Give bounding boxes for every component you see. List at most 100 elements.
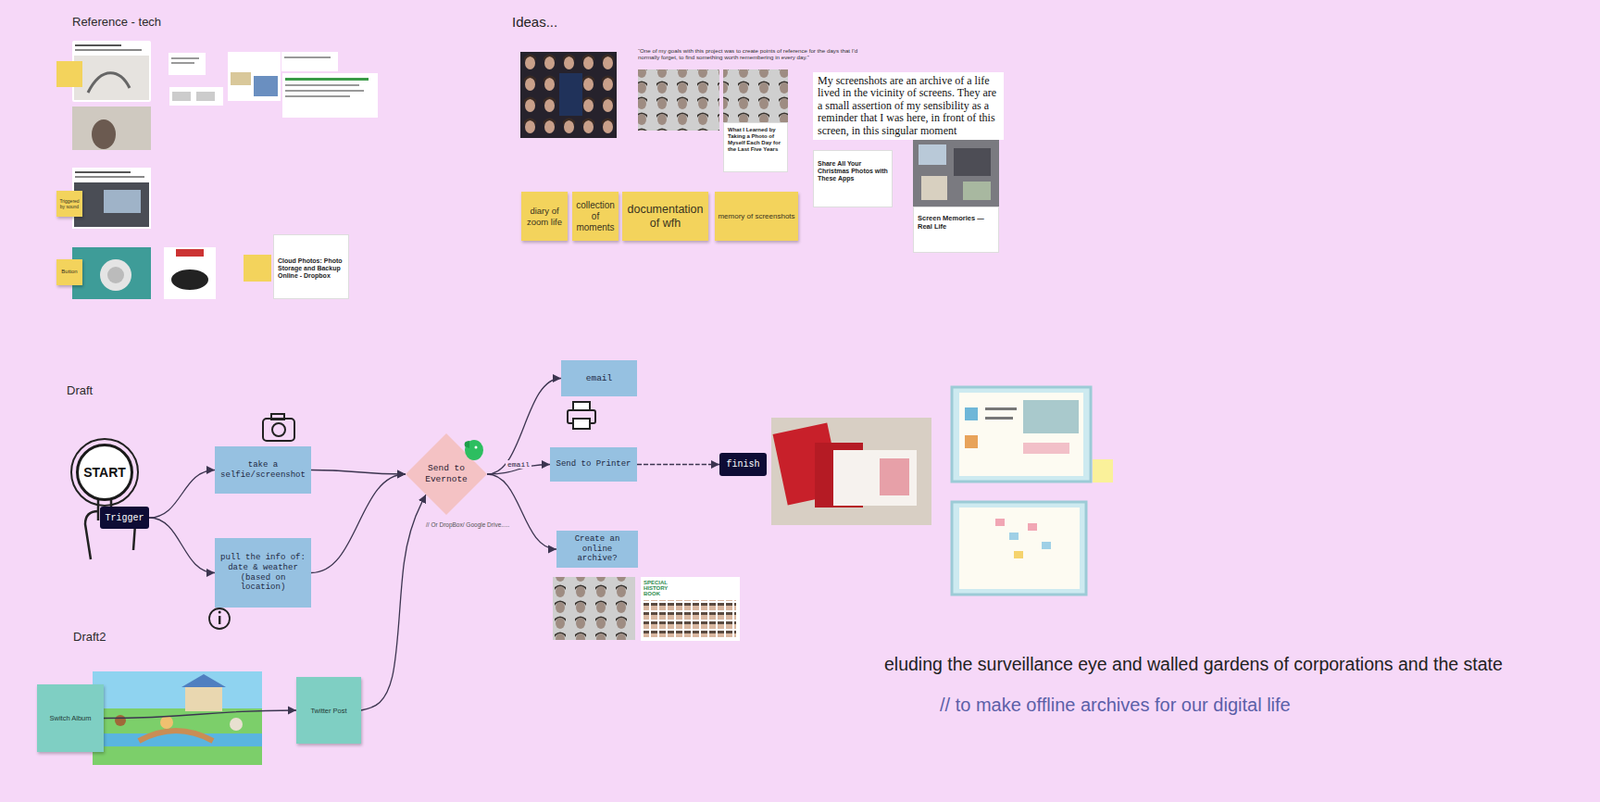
ideas-thumbnails: [962, 181, 991, 200]
connector: [149, 470, 215, 519]
diamond-shape: [405, 433, 488, 515]
photo-thumbnails: [1023, 400, 1079, 434]
camera-icon: [262, 418, 295, 441]
photo-thumbnails: [879, 458, 910, 496]
reference-thumbnails: [74, 55, 150, 100]
photo-thumbnails: [833, 450, 917, 506]
decision-diamond: Send to Evernote: [405, 433, 488, 515]
process-box: pull the info of: date & weather (based …: [214, 537, 312, 608]
reference-thumbnails: [285, 89, 364, 92]
reference-thumbnails: [100, 259, 132, 291]
photo-thumbnails: [1009, 532, 1019, 540]
node-text: collection of moments: [575, 200, 616, 234]
node-text: Trigger: [103, 512, 146, 524]
ideas-thumbnails: [520, 51, 1000, 207]
ideas-thumbnails: [559, 73, 583, 116]
photo-thumbnails: [959, 392, 1084, 476]
reference-thumbnails: [171, 62, 195, 64]
sticky-note: Twitter Post: [296, 676, 362, 744]
icon-shape: [475, 446, 478, 450]
game-screenshot: [185, 685, 223, 712]
reference-thumbnails: [253, 75, 278, 97]
connector: [637, 463, 720, 465]
game-screenshot: [92, 733, 263, 747]
end-box: finish: [719, 452, 767, 476]
reference-thumbnails: [91, 119, 116, 150]
node-text: Create an online archive?: [560, 534, 635, 564]
reference-thumbnails: [284, 56, 331, 59]
node-text: diary of zoom life: [524, 205, 565, 227]
ideas-thumbnails: [921, 175, 948, 200]
ideas-thumbnails: [637, 69, 720, 131]
reference-thumbnails: [285, 84, 360, 87]
info-icon: [218, 611, 222, 614]
process-box: Create an online archive?: [556, 530, 638, 568]
process-box: Send to Printer: [550, 447, 638, 482]
reference-thumbnails: [56, 40, 378, 300]
photo-thumbnails: [1027, 523, 1038, 531]
photo-thumbnails: [552, 576, 636, 640]
icon-shape: [464, 440, 470, 449]
reference-thumbnails: [285, 77, 369, 81]
node-text: take a selfie/screenshot: [218, 460, 308, 481]
reference-thumbnails: [75, 175, 145, 178]
reference-thumbnails: [281, 51, 338, 72]
quote-text: “One of my goals with this project was t…: [637, 47, 879, 61]
info-icon: [209, 608, 230, 629]
node-text: START: [80, 464, 129, 480]
node-text: Screen Memories — Real Life: [917, 214, 995, 231]
section-heading: Draft2: [73, 629, 106, 644]
note-text: // Or DropBox/ Google Drive.....: [424, 521, 512, 528]
node-text: pull the info of: date & weather (based …: [218, 552, 308, 593]
reference-thumbnails: [72, 40, 151, 102]
game-screenshot: [181, 674, 226, 688]
camera-icon: [271, 413, 285, 420]
photo-thumbnails: [1023, 442, 1070, 454]
node-text: What I Learned by Taking a Photo of Myse…: [727, 126, 784, 153]
sticky-note: diary of zoom life: [521, 191, 568, 241]
reference-thumbnails: [285, 95, 350, 98]
process-box: email: [561, 360, 638, 397]
node-text: documentation of wfh: [625, 202, 706, 231]
reference-thumbnails: [72, 167, 151, 229]
info-icon: [218, 615, 221, 625]
reference-thumbnails: [87, 73, 130, 93]
info-icon: [209, 608, 230, 629]
photo-thumbnails: [985, 407, 1017, 411]
hand-button-icon: [71, 438, 138, 560]
reference-thumbnails: [74, 182, 150, 227]
reference-thumbnails: [75, 49, 142, 51]
game-screenshot: [92, 708, 263, 765]
node-text: memory of screenshots: [717, 212, 796, 222]
logo-icon: [325, 238, 344, 256]
printer-icon: [573, 401, 590, 411]
reference-thumbnails: [72, 247, 151, 300]
reference-thumbnails: [169, 87, 224, 106]
game-screenshot: [160, 715, 174, 729]
node-text: My screenshots are an archive of a life …: [817, 75, 1000, 138]
article-card: What I Learned by Taking a Photo of Myse…: [723, 122, 788, 173]
ideas-thumbnails: [723, 69, 788, 123]
hand-button-icon: [71, 438, 138, 506]
photo-thumbnails: [1041, 541, 1051, 550]
ideas-thumbnails: [520, 51, 617, 138]
node-text: Switch Album: [40, 713, 100, 723]
reference-thumbnails: [175, 249, 204, 257]
quote-card: My screenshots are an archive of a life …: [812, 72, 1004, 140]
tagline: // to make offline archives for our digi…: [939, 694, 1291, 716]
reference-thumbnails: [172, 91, 191, 101]
connector: [487, 474, 557, 550]
ideas-thumbnails: [912, 137, 1000, 207]
photo-thumbnails: [1092, 459, 1113, 483]
article-card: Cloud Photos: Photo Storage and Backup O…: [273, 234, 350, 300]
photo-thumbnails: [643, 600, 737, 638]
connector: [149, 517, 215, 574]
node-text: Button: [59, 268, 80, 275]
reference-thumbnails: [196, 91, 215, 101]
camera-icon: [262, 413, 295, 441]
game-screenshot: [229, 717, 243, 731]
node-text: Share All Your Christmas Photos with The…: [817, 160, 888, 183]
node-text: finish: [723, 459, 763, 470]
